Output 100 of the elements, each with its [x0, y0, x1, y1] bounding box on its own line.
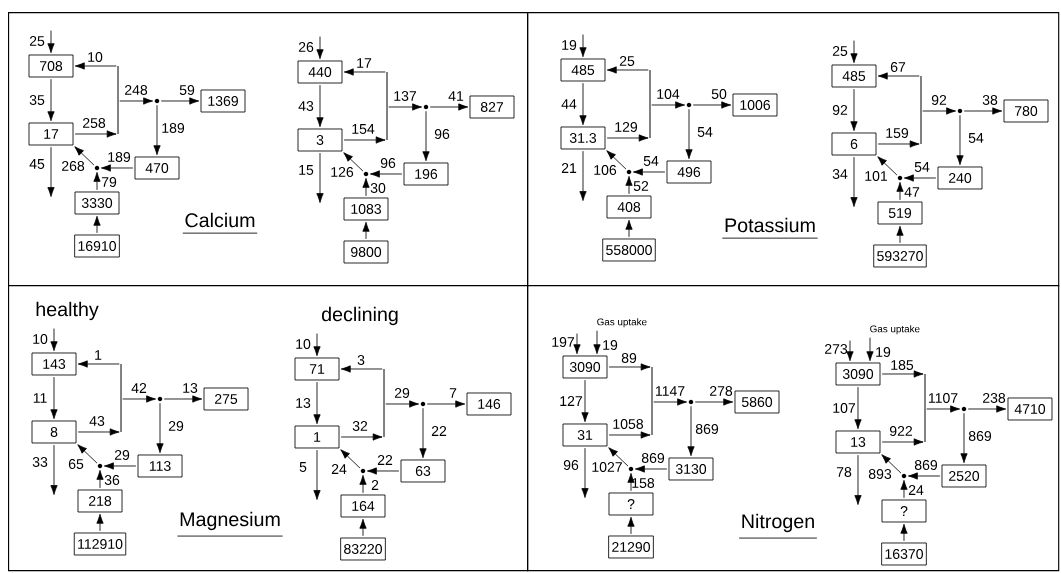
compartment-box: 164: [340, 494, 386, 518]
compartment-box: 17: [28, 122, 74, 146]
flow-arrow: [896, 225, 904, 244]
flow-arrow: [866, 337, 874, 362]
flow-arrow: [593, 330, 601, 355]
edge-label: 29: [394, 388, 410, 398]
flow-arrow: [96, 513, 104, 532]
edge-label: 43: [298, 101, 314, 111]
compartment-box: 240: [937, 166, 983, 190]
flow-arrow: [606, 134, 649, 142]
flow-arrow: [908, 472, 941, 480]
flow-arrow: [854, 386, 862, 430]
compartment-box: 63: [400, 459, 446, 483]
edge-label: 89: [621, 353, 637, 363]
flow-arrow: [316, 152, 324, 203]
compartment-box: 31: [562, 423, 608, 447]
panel-title: Calcium: [182, 212, 258, 234]
flow-arrow: [74, 62, 117, 70]
flow-arrow: [47, 43, 55, 54]
edge-label: 10: [296, 339, 311, 349]
compartment-box: 558000: [602, 238, 656, 262]
flow-arrow: [608, 363, 651, 371]
edge-label: 30: [370, 183, 386, 193]
edge-label: 1107: [928, 393, 958, 403]
edge-label: 50: [711, 89, 727, 99]
compartment-box: 218: [77, 489, 123, 513]
edge-label: 922: [889, 426, 913, 436]
edge-label: 42: [131, 383, 147, 393]
flow-arrow: [881, 454, 902, 474]
edge-label: 126: [331, 167, 354, 177]
compartment-box: 113: [137, 454, 183, 478]
edge-label: 19: [603, 340, 618, 350]
edge-label: 33: [32, 457, 48, 467]
flow-arrow: [881, 438, 924, 446]
flow-arrow: [627, 473, 635, 492]
edge-label: 45: [29, 159, 45, 169]
flow-arrow: [96, 470, 104, 489]
edge-label: 1027: [592, 462, 622, 472]
flow-arrow: [385, 400, 419, 408]
edge-label: 29: [168, 421, 184, 431]
flow-arrow: [316, 49, 324, 60]
edge-label: 79: [101, 177, 117, 187]
compartment-box: 485: [831, 64, 877, 88]
compartment-box: 8: [31, 420, 77, 444]
compartment-box: 13: [835, 430, 881, 454]
edge-label: 11: [33, 393, 47, 403]
edge-label: 104: [657, 89, 680, 99]
flow-arrow: [573, 344, 581, 355]
flow-arrow: [74, 130, 117, 138]
flow-arrow: [47, 78, 55, 122]
compartment-box: 496: [666, 160, 712, 184]
edge-label: 92: [832, 105, 848, 115]
edge-label: 41: [448, 91, 464, 101]
flow-arrow: [694, 398, 734, 406]
panel-title: Magnesium: [177, 511, 283, 537]
flow-arrow: [50, 376, 58, 420]
edge-label: 19: [876, 347, 891, 357]
compartment-box: 146: [466, 392, 512, 416]
edge-label: 197: [552, 337, 575, 347]
flow-arrow: [370, 170, 403, 178]
compartment-box: 16910: [74, 234, 120, 258]
compartment-box: 1083: [343, 197, 389, 221]
flow-arrow: [877, 140, 920, 148]
compartment-box: 143: [31, 352, 77, 376]
compartment-box: 3090: [835, 362, 881, 386]
flow-arrow: [963, 107, 1003, 115]
edge-label: 25: [619, 56, 635, 66]
flow-arrow: [625, 176, 633, 195]
flow-arrow: [362, 221, 370, 240]
flow-arrow: [606, 150, 627, 170]
flow-arrow: [343, 68, 386, 76]
edge-label: 52: [633, 181, 649, 191]
flow-arrow: [388, 103, 422, 111]
edge-label: 189: [162, 123, 185, 133]
flow-arrow: [881, 370, 924, 378]
flow-arrow: [104, 462, 137, 470]
edge-label: 7: [449, 388, 457, 398]
edge-label: 268: [62, 161, 85, 171]
compartment-box: 9800: [343, 240, 389, 264]
edge-label: 65: [68, 459, 84, 469]
flow-arrow: [653, 398, 687, 406]
source-label: Gas uptake: [597, 318, 647, 328]
edge-label: 13: [183, 383, 198, 393]
compartment-box: 275: [203, 387, 249, 411]
flow-arrow: [627, 516, 635, 535]
edge-label: 22: [377, 455, 393, 465]
flow-arrow: [160, 97, 200, 105]
collector-line: [120, 364, 122, 432]
edge-label: 34: [832, 169, 848, 179]
edge-label: 106: [594, 165, 617, 175]
edge-label: 92: [931, 95, 947, 105]
edge-label: 869: [968, 431, 992, 441]
compartment-box: 440: [297, 60, 343, 84]
edge-label: 185: [891, 360, 914, 370]
edge-label: 54: [914, 162, 930, 172]
compartment-box: 708: [28, 54, 74, 78]
edge-label: 1058: [613, 419, 644, 429]
flow-arrow: [50, 444, 58, 495]
flow-arrow: [922, 107, 956, 115]
flow-arrow: [877, 156, 898, 176]
